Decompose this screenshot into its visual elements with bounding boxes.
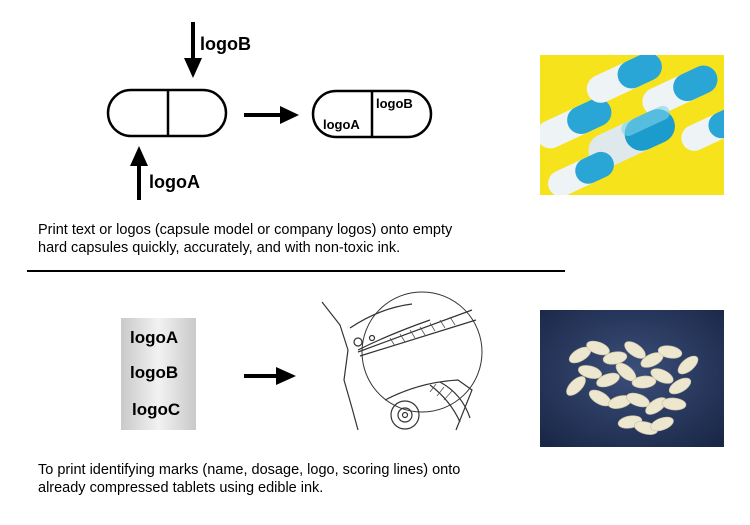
capsule-diagram [106, 22, 433, 200]
tablet-caption: To print identifying marks (name, dosage… [38, 461, 578, 497]
tablet-caption-line-1: To print identifying marks (name, dosage… [38, 462, 461, 478]
right-arrow-icon [244, 106, 299, 124]
capsule-caption-line-2: hard capsules quickly, accurately, and w… [38, 240, 401, 256]
tablet-logo-stack: logoA logoB logoC [121, 318, 196, 430]
tablet-caption-line-2: already compressed tablets using edible … [38, 480, 324, 496]
capsule-caption: Print text or logos (capsule model or co… [38, 221, 558, 257]
capsule-caption-line-1: Print text or logos (capsule model or co… [38, 222, 453, 238]
printing-roller-drawing [321, 291, 483, 431]
printed-logo-a: logoA [323, 117, 360, 132]
right-arrow-icon [244, 367, 296, 385]
capsule-photo [540, 55, 724, 195]
tablet-photo [540, 310, 724, 447]
printed-logo-b: logoB [376, 96, 413, 111]
logo-b-label: logoB [200, 34, 251, 54]
section-divider [27, 270, 565, 272]
logo-a-label: logoA [149, 172, 200, 192]
empty-capsule [106, 88, 228, 138]
tablet-logo-c: logoC [132, 400, 181, 419]
tablet-logo-b: logoB [130, 363, 179, 382]
printed-capsule [311, 89, 433, 139]
tablet-printer-diagram [244, 291, 483, 431]
up-arrow-icon [130, 146, 148, 200]
belt-hatching [389, 316, 456, 401]
tablet-logo-a: logoA [130, 328, 179, 347]
down-arrow-icon [184, 22, 202, 78]
